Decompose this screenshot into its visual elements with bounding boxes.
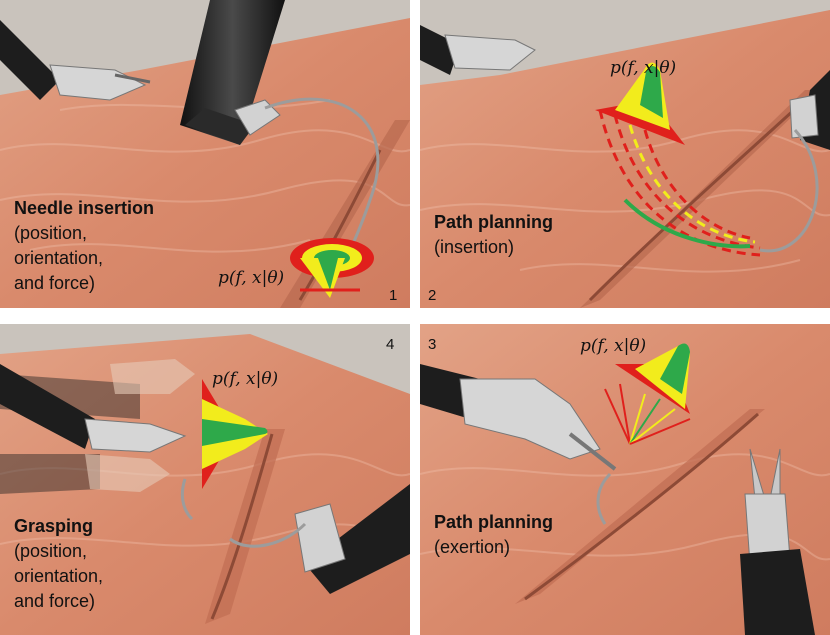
needle-driver-icon bbox=[294, 484, 410, 594]
caption-line: (insertion) bbox=[434, 237, 515, 257]
open-grasper-icon bbox=[740, 448, 815, 635]
curved-needle-icon bbox=[229, 522, 307, 548]
distribution-icon bbox=[615, 343, 690, 414]
curved-needle-icon bbox=[759, 128, 819, 253]
panel-1-illustration bbox=[0, 0, 410, 308]
distribution-icon bbox=[595, 62, 685, 145]
panel-3-illustration bbox=[420, 324, 830, 635]
caption-title: Path planning bbox=[434, 212, 553, 232]
incision bbox=[515, 409, 765, 604]
panel-grasping: p(f, x|θ) Grasping (position, orientatio… bbox=[0, 324, 410, 635]
grasper-icon bbox=[420, 364, 617, 471]
caption-title: Needle insertion bbox=[14, 198, 155, 218]
caption-line: (exertion) bbox=[434, 537, 511, 557]
force-vectors-icon bbox=[604, 383, 691, 445]
caption-line: (position, bbox=[14, 223, 88, 243]
panel-2-illustration bbox=[420, 0, 830, 308]
caption-panel-2: Path planning (insertion) bbox=[434, 210, 553, 260]
caption-line: orientation, bbox=[14, 248, 104, 268]
formula-label: p(f, x|θ) bbox=[212, 369, 279, 389]
background-wall bbox=[420, 0, 830, 85]
grasper-icon bbox=[0, 20, 151, 101]
panel-number: 3 bbox=[428, 336, 437, 353]
formula-label: p(f, x|θ) bbox=[580, 336, 647, 356]
needle-driver-icon bbox=[180, 0, 285, 145]
background-wall bbox=[0, 324, 410, 394]
distribution-icon bbox=[202, 379, 268, 489]
caption-title: Grasping bbox=[14, 516, 94, 536]
caption-panel-1: Needle insertion (position, orientation,… bbox=[14, 196, 154, 296]
caption-panel-3: Path planning (exertion) bbox=[434, 510, 553, 560]
caption-panel-4: Grasping (position, orientation, and for… bbox=[14, 514, 103, 614]
panel-number: 4 bbox=[386, 336, 395, 353]
caption-line: and force) bbox=[14, 273, 96, 293]
panel-number: 2 bbox=[428, 287, 437, 304]
panel-4-illustration bbox=[0, 324, 410, 635]
caption-line: and force) bbox=[14, 591, 96, 611]
grasper-icon bbox=[420, 25, 536, 75]
panel-number: 1 bbox=[389, 287, 398, 304]
caption-line: orientation, bbox=[14, 566, 104, 586]
panel-needle-insertion: Needle insertion (position, orientation,… bbox=[0, 0, 410, 308]
panel-path-planning-exertion: p(f, x|θ) Path planning (exertion) 3 bbox=[420, 324, 830, 635]
curved-needle-icon bbox=[596, 472, 612, 525]
formula-label: p(f, x|θ) bbox=[610, 58, 677, 78]
caption-title: Path planning bbox=[434, 512, 553, 532]
caption-line: (position, bbox=[14, 541, 88, 561]
path-arcs-icon bbox=[598, 109, 761, 257]
target-distribution-icon bbox=[290, 238, 374, 298]
ghost-graspers-icon bbox=[0, 359, 195, 494]
needle-driver-icon bbox=[789, 70, 830, 150]
formula-label: p(f, x|θ) bbox=[218, 268, 285, 288]
panel-path-planning-insertion: p(f, x|θ) Path planning (insertion) 2 bbox=[420, 0, 830, 308]
